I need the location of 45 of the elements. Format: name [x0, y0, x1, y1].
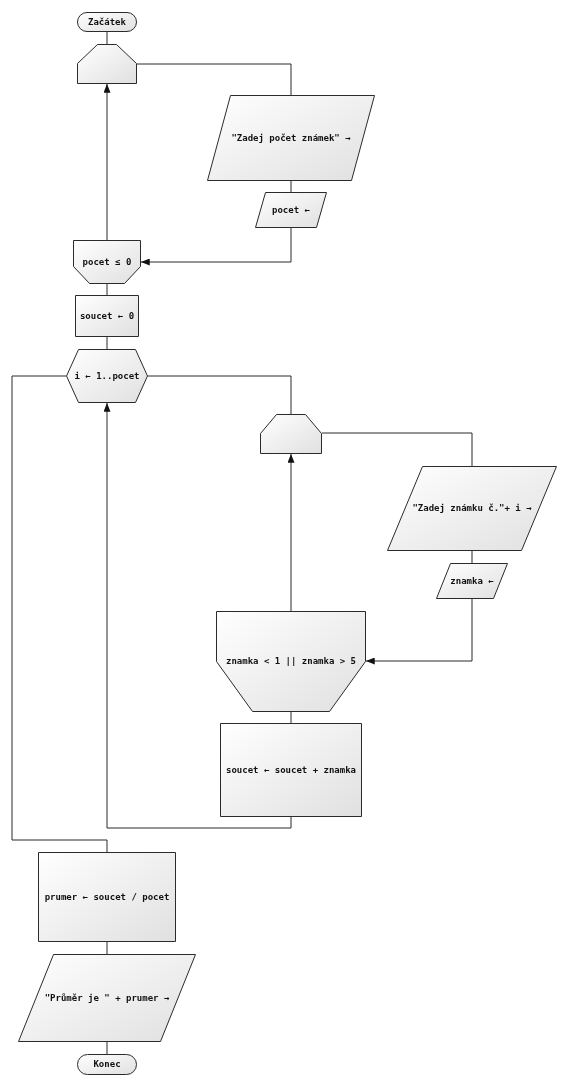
- process-box: [75, 295, 139, 337]
- loop-start-shape: [260, 414, 322, 454]
- condition-label: pocet ≤ 0: [82, 256, 132, 268]
- loop-end-shape: [73, 240, 141, 284]
- terminal-shape: [77, 12, 137, 32]
- process-label: prumer ← soucet / pocet: [44, 891, 170, 903]
- io-label: pocet ←: [272, 204, 310, 216]
- io-label: "Průměr je " + prumer →: [44, 992, 170, 1004]
- flow-line: [106, 283, 108, 296]
- flow-line: [290, 711, 292, 724]
- loop-hexagon: [66, 349, 148, 403]
- flow-line: [106, 941, 108, 955]
- process-box: [220, 723, 362, 817]
- io-label: "Zadej známku č."+ i →: [412, 503, 532, 514]
- flow-line: [321, 432, 473, 467]
- io-parallelogram: [255, 192, 327, 228]
- flow-arrow: [365, 598, 473, 665]
- io-label: znamka ←: [450, 575, 494, 587]
- loop-label: i ← 1..pocet: [74, 370, 140, 382]
- flow-arrow: [103, 402, 292, 829]
- flow-line: [147, 375, 292, 415]
- condition-label: znamka < 1 || znamka > 5: [225, 656, 356, 667]
- process-box: [38, 852, 176, 942]
- flow-line: [471, 550, 473, 564]
- io-parallelogram: [207, 95, 375, 181]
- io-label: "Zadej počet známek" →: [231, 132, 351, 144]
- flow-line: [106, 1041, 108, 1055]
- io-parallelogram: [436, 563, 508, 599]
- process-label: soucet ← soucet + znamka: [225, 764, 356, 776]
- terminal-shape: [77, 1054, 137, 1075]
- terminal-label: Konec: [93, 1059, 121, 1070]
- io-parallelogram: [387, 466, 557, 551]
- process-label: soucet ← 0: [79, 310, 135, 322]
- flow-arrow: [140, 227, 292, 266]
- terminal-label: Začátek: [88, 16, 126, 28]
- flow-line: [290, 180, 292, 193]
- flow-line: [106, 31, 108, 45]
- flow-line: [136, 63, 292, 96]
- flow-line: [11, 375, 108, 853]
- io-parallelogram: [18, 954, 196, 1042]
- loop-end-shape: [216, 611, 366, 712]
- loop-start-shape: [77, 44, 137, 84]
- flow-line: [106, 336, 108, 350]
- flow-arrow: [103, 83, 111, 241]
- flow-arrow: [287, 453, 295, 612]
